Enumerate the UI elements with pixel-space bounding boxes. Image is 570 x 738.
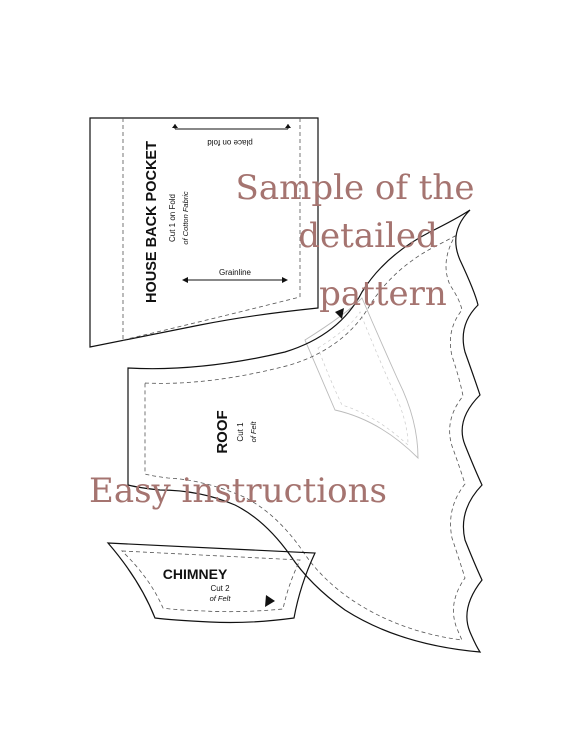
grainline-arrow-icon — [182, 277, 288, 283]
roof-ghost-outline — [304, 297, 419, 460]
roof-cut-label: Cut 1 — [236, 422, 245, 442]
house-back-pocket-piece: place on fold HOUSE BACK POCKET Cut 1 on… — [89, 117, 319, 348]
pocket-seam-line — [122, 118, 301, 340]
roof-outline — [127, 209, 483, 653]
roof-seam-line — [144, 234, 466, 641]
overlay-line-1: Sample of the — [236, 168, 475, 208]
fold-bracket-icon — [172, 124, 291, 130]
roof-ghost-seam — [317, 311, 409, 446]
pocket-outline — [89, 117, 319, 348]
chimney-piece: CHIMNEY Cut 2 of Felt — [106, 542, 316, 624]
chimney-outline — [106, 542, 316, 624]
pocket-title: HOUSE BACK POCKET — [144, 141, 160, 303]
pocket-cut-label: Cut 1 on Fold — [168, 194, 177, 242]
roof-piece: ROOF Cut 1 of Felt — [127, 209, 483, 653]
chimney-fabric-label: of Felt — [210, 594, 232, 603]
overlay-caption: Sample of the detailed pattern Easy inst… — [89, 168, 474, 511]
pocket-fabric-label: of Cotton Fabric — [181, 191, 190, 245]
overlay-line-3: pattern — [319, 274, 447, 314]
fold-label: place on fold — [207, 138, 252, 147]
roof-title: ROOF — [214, 410, 231, 453]
chimney-notch-marker-icon — [265, 595, 275, 607]
roof-fabric-label: of Felt — [249, 421, 258, 443]
overlay-line-4: Easy instructions — [89, 471, 387, 511]
chimney-title: CHIMNEY — [163, 566, 228, 582]
pocket-hem-line — [122, 296, 301, 341]
grainline-label: Grainline — [219, 268, 252, 277]
overlay-line-2: detailed — [298, 216, 437, 256]
chimney-cut-label: Cut 2 — [210, 584, 230, 593]
chimney-seam-line — [120, 550, 301, 613]
roof-notch-marker-icon — [335, 308, 344, 319]
